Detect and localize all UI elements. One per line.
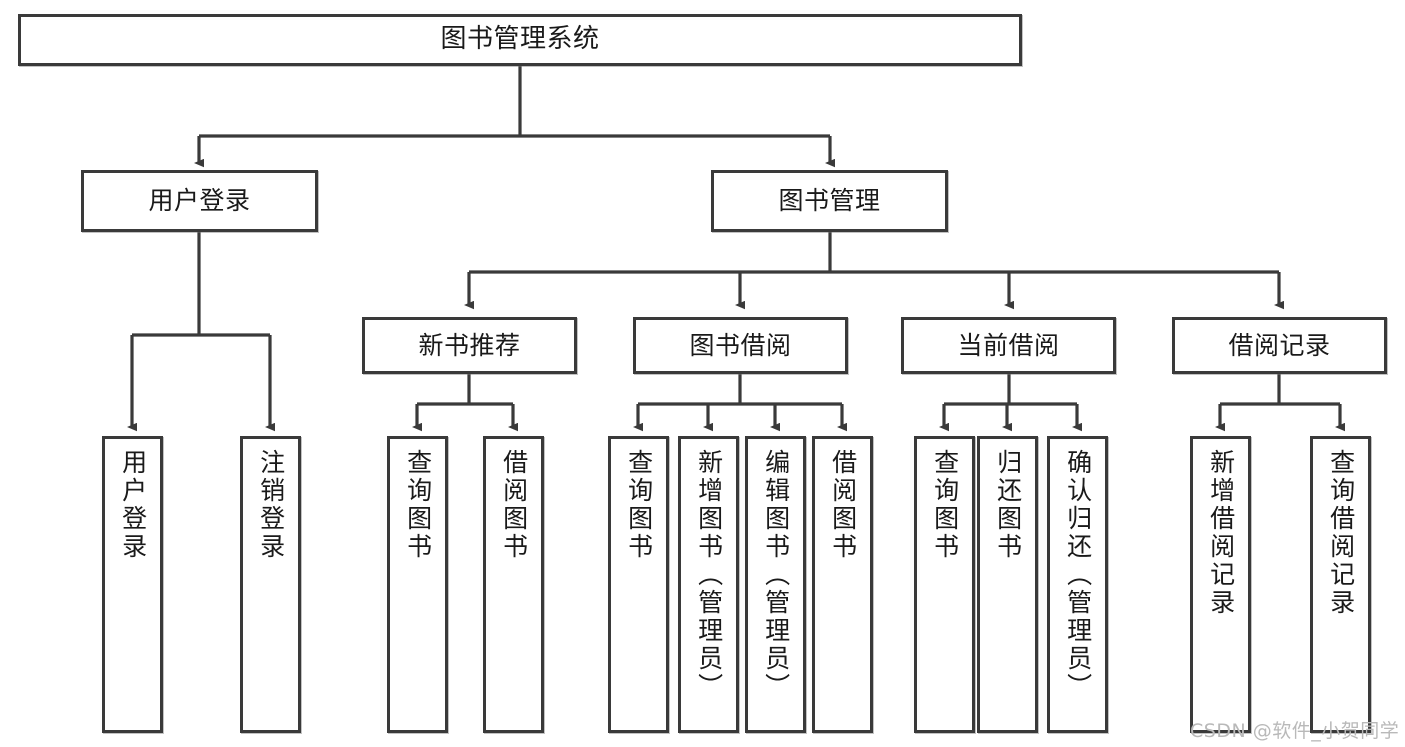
leaf-new-book-query[interactable]: 查询图书 [387, 436, 448, 733]
leaf-user-login-logout[interactable]: 注销登录 [240, 436, 301, 733]
node-label: 新书推荐 [418, 330, 521, 360]
node-label: 借阅图书 [828, 449, 858, 561]
node-label: 新增图书（管理员） [694, 449, 724, 701]
leaf-new-book-borrow[interactable]: 借阅图书 [483, 436, 544, 733]
leaf-book-borrow-query[interactable]: 查询图书 [608, 436, 669, 733]
node-label: 借阅记录 [1228, 330, 1331, 360]
leaf-borrow-record-query[interactable]: 查询借阅记录 [1310, 436, 1371, 733]
node-new-book-recommend[interactable]: 新书推荐 [362, 317, 577, 374]
node-label: 查询借阅记录 [1326, 449, 1356, 617]
node-label: 图书管理 [778, 186, 881, 215]
node-borrow-record[interactable]: 借阅记录 [1172, 317, 1387, 374]
node-label: 借阅图书 [499, 449, 529, 561]
node-label: 图书管理系统 [440, 24, 600, 55]
leaf-user-login-login[interactable]: 用户登录 [102, 436, 163, 733]
csdn-watermark: CSDN @软件_小贺同学 [1190, 720, 1400, 742]
leaf-book-borrow-borrow[interactable]: 借阅图书 [812, 436, 873, 733]
node-label: 注销登录 [256, 449, 286, 561]
node-label: 确认归还（管理员） [1063, 449, 1093, 701]
node-current-borrow[interactable]: 当前借阅 [901, 317, 1116, 374]
node-root-system[interactable]: 图书管理系统 [18, 14, 1022, 66]
node-label: 用户登录 [148, 186, 251, 215]
leaf-current-borrow-query[interactable]: 查询图书 [914, 436, 975, 733]
node-label: 图书借阅 [689, 330, 792, 360]
node-label: 新增借阅记录 [1206, 449, 1236, 617]
node-label: 查询图书 [403, 449, 433, 561]
node-book-borrow[interactable]: 图书借阅 [633, 317, 848, 374]
leaf-book-borrow-edit[interactable]: 编辑图书（管理员） [745, 436, 806, 733]
node-label: 编辑图书（管理员） [761, 449, 791, 701]
node-label: 归还图书 [993, 449, 1023, 561]
leaf-borrow-record-add[interactable]: 新增借阅记录 [1190, 436, 1251, 733]
node-user-login[interactable]: 用户登录 [81, 170, 318, 232]
node-label: 查询图书 [930, 449, 960, 561]
node-label: 当前借阅 [957, 330, 1060, 360]
leaf-current-borrow-return[interactable]: 归还图书 [977, 436, 1038, 733]
node-label: 查询图书 [624, 449, 654, 561]
node-label: 用户登录 [118, 449, 148, 561]
leaf-book-borrow-add[interactable]: 新增图书（管理员） [678, 436, 739, 733]
leaf-current-borrow-confirm-return[interactable]: 确认归还（管理员） [1047, 436, 1108, 733]
node-book-management[interactable]: 图书管理 [711, 170, 948, 232]
